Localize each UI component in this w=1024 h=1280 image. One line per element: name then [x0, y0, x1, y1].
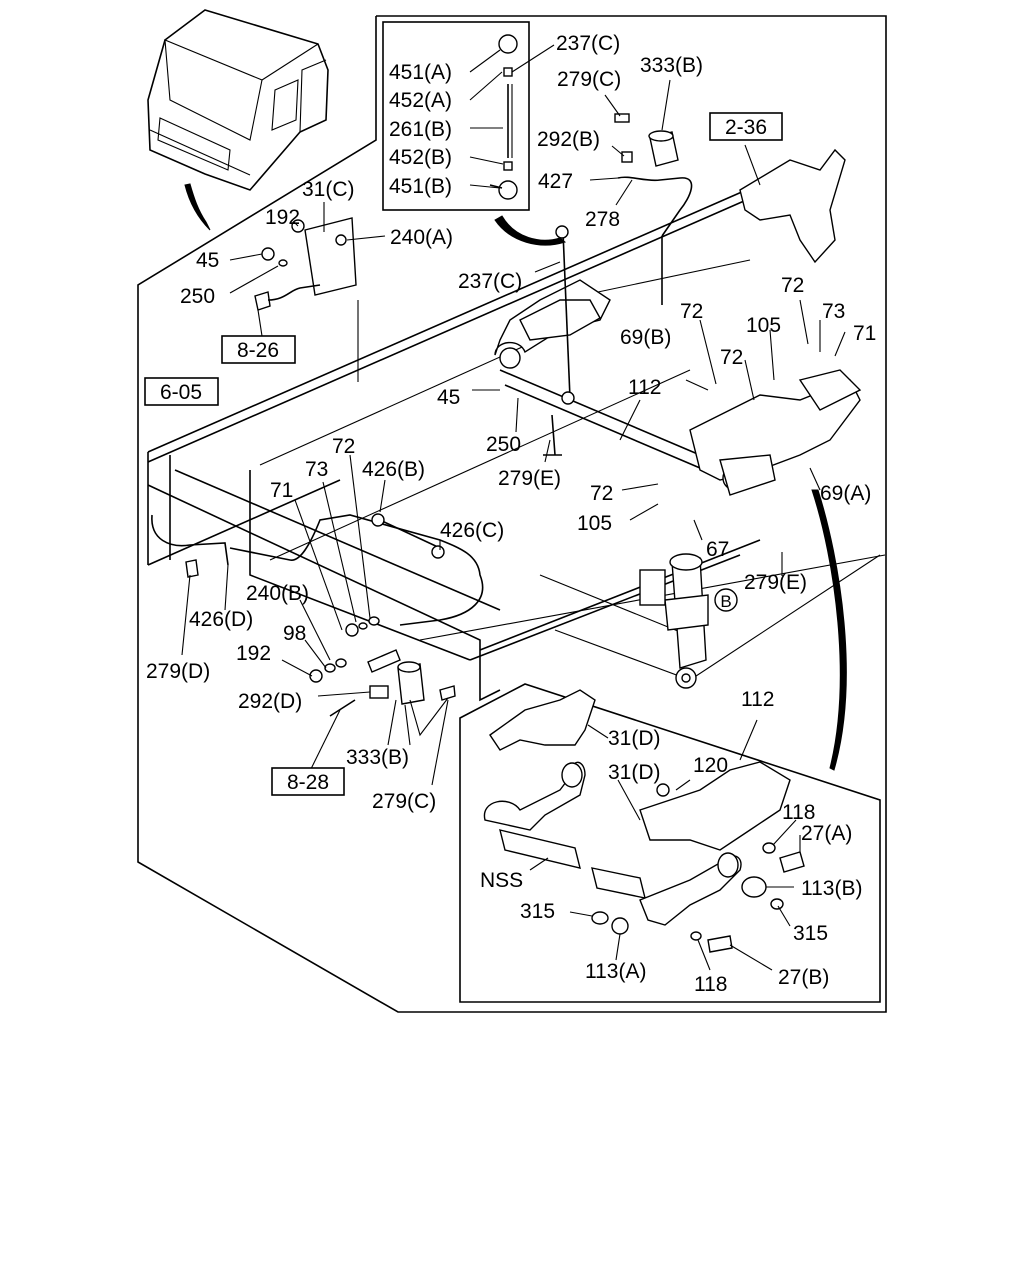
callout-261b: 261(B): [389, 118, 452, 141]
callout-112-inset: 112: [741, 688, 774, 711]
callout-427: 427: [538, 170, 573, 193]
callout-250-mid: 250: [486, 433, 521, 456]
callout-451a: 451(A): [389, 61, 452, 84]
ref-box-8-28: [271, 767, 345, 796]
callout-452a: 452(A): [389, 89, 452, 112]
callout-69a: 69(A): [820, 482, 871, 505]
brake-line-clamps: [151, 513, 484, 626]
torsion-bar-assembly: [494, 279, 862, 496]
callout-292d: 292(D): [238, 690, 302, 713]
ref-box-6-05: [144, 377, 219, 406]
leader-lines: [181, 44, 846, 971]
callout-278: 278: [585, 208, 620, 231]
ref-6-05-label: 6-05: [160, 381, 202, 404]
callout-72-a: 72: [781, 274, 804, 297]
callout-118-low: 118: [694, 973, 727, 996]
callout-105-top: 105: [746, 314, 781, 337]
callout-237c-top: 237(C): [556, 32, 620, 55]
callout-250-left: 250: [180, 285, 215, 308]
inset-detail-box-bottom: [459, 683, 881, 1003]
callout-72-left: 72: [332, 435, 355, 458]
callout-315-right: 315: [793, 922, 828, 945]
callout-333b-top: 333(B): [640, 54, 703, 77]
callout-45-left: 45: [196, 249, 219, 272]
callout-nss: NSS: [480, 869, 523, 892]
callout-118-top: 118: [782, 801, 815, 824]
callout-69b: 69(B): [620, 326, 671, 349]
callout-279d: 279(D): [146, 660, 210, 683]
callout-120: 120: [693, 754, 728, 777]
callout-113b: 113(B): [801, 877, 862, 900]
ref-2-36-label: 2-36: [725, 116, 767, 139]
arrow-top-inset: [494, 215, 567, 246]
callout-292b: 292(B): [537, 128, 600, 151]
cab-illustration: [147, 9, 329, 231]
bracket-31c: [254, 217, 359, 382]
inset-detail-box-top: [382, 21, 530, 211]
top-inset-parts: [489, 34, 518, 200]
ref-8-28-label: 8-28: [287, 771, 329, 794]
callout-31c: 31(C): [302, 178, 355, 201]
callout-237c-mid: 237(C): [458, 270, 522, 293]
callout-426d: 426(D): [189, 608, 253, 631]
callout-279c-top: 279(C): [557, 68, 621, 91]
callout-279e-right: 279(E): [744, 571, 807, 594]
callout-333b-low: 333(B): [346, 746, 409, 769]
callout-452b: 452(B): [389, 146, 452, 169]
circled-b-marker: [714, 588, 738, 612]
hydraulic-line-upper: [614, 113, 693, 305]
callout-45-mid: 45: [437, 386, 460, 409]
callout-451b: 451(B): [389, 175, 452, 198]
callout-71-left: 71: [270, 479, 293, 502]
link-rod: [543, 225, 575, 456]
main-frame-outline: [137, 15, 887, 1013]
callout-73-left: 73: [305, 458, 328, 481]
tilt-cylinder: [639, 553, 709, 689]
callout-426c: 426(C): [440, 519, 504, 542]
ref-box-2-36: [709, 112, 783, 141]
callout-98: 98: [283, 622, 306, 645]
ref-box-8-26: [221, 335, 296, 364]
callout-240b: 240(B): [246, 582, 309, 605]
callout-192-low: 192: [236, 642, 271, 665]
callout-192-top: 192: [265, 206, 300, 229]
callout-27a: 27(A): [801, 822, 852, 845]
callout-72-c: 72: [720, 346, 743, 369]
callout-279e-mid: 279(E): [498, 467, 561, 490]
callout-31d-top: 31(D): [608, 727, 661, 750]
ref-8-26-label: 8-26: [237, 339, 279, 362]
callout-72-d: 72: [590, 482, 613, 505]
callout-labels: 451(A) 452(A) 261(B) 452(B) 451(B) 237(C…: [146, 32, 876, 996]
callout-279c-low: 279(C): [372, 790, 436, 813]
callout-315-left: 315: [520, 900, 555, 923]
bracket-2-36: [739, 144, 846, 264]
hydraulic-line-lower: [309, 616, 456, 717]
callout-73-right: 73: [822, 300, 845, 323]
chassis-frame-rails: [147, 183, 886, 702]
callout-426b: 426(B): [362, 458, 425, 481]
callout-240a: 240(A): [390, 226, 453, 249]
callout-31d-mid: 31(D): [608, 761, 661, 784]
circled-b-label: B: [720, 592, 731, 611]
callout-27b: 27(B): [778, 966, 829, 989]
callout-113a: 113(A): [585, 960, 646, 983]
callout-112-mid: 112: [628, 376, 661, 399]
arrow-large-right: [811, 489, 847, 771]
callout-67: 67: [706, 538, 729, 561]
bottom-inset-parts: [483, 689, 805, 953]
callout-72-b: 72: [680, 300, 703, 323]
callout-71-right: 71: [853, 322, 876, 345]
callout-105-mid: 105: [577, 512, 612, 535]
